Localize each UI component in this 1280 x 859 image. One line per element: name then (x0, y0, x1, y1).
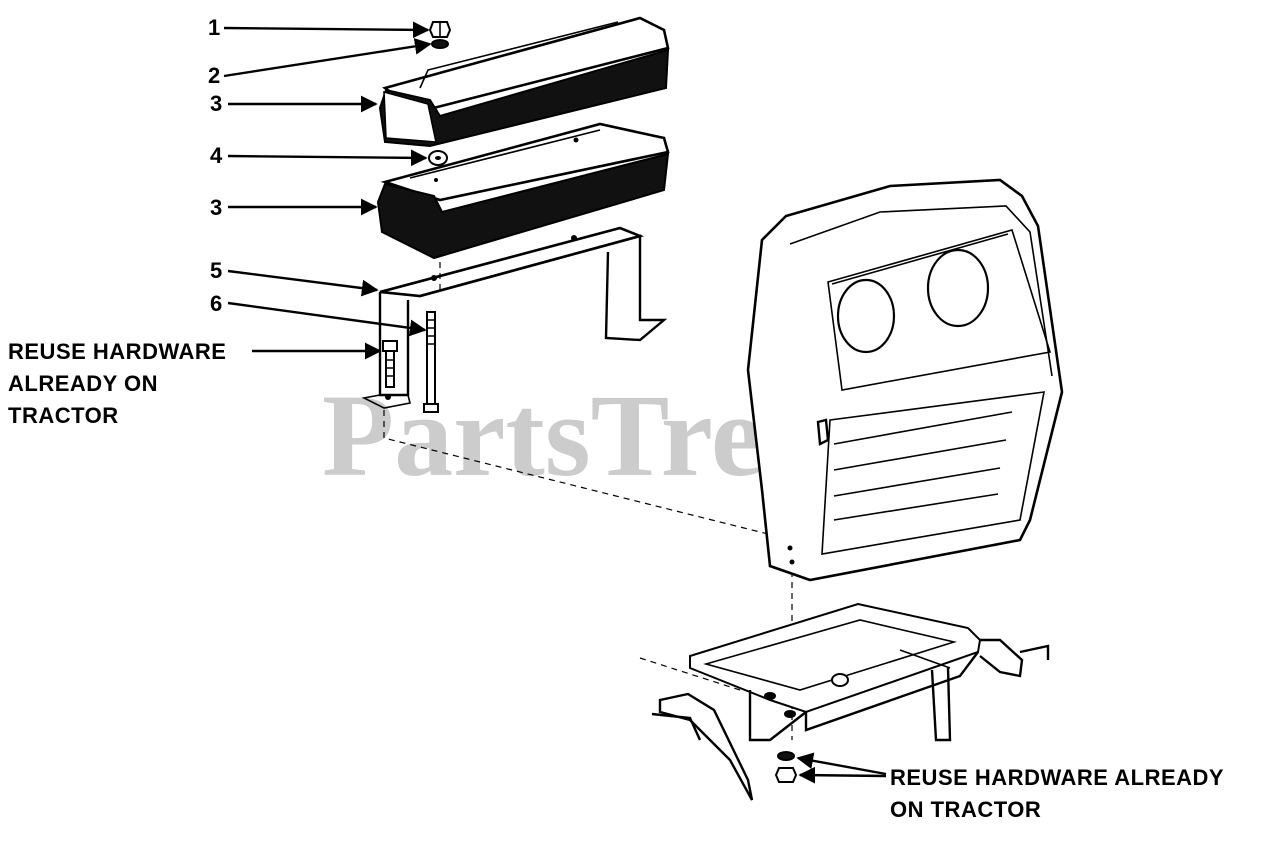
seat-cushion-upper (378, 16, 670, 148)
seat-icon (746, 178, 1064, 582)
watermark: PartsTree ™ (322, 370, 956, 501)
note-left-line-1: REUSE HARDWARE (8, 339, 226, 364)
callout-1: 1 (208, 15, 220, 40)
note-left-line-2: ALREADY ON (8, 371, 158, 396)
callout-labels: 1 2 3 4 3 5 6 (208, 15, 223, 316)
note-right-line-2: ON TRACTOR (890, 797, 1041, 822)
spacer-icon (428, 150, 448, 166)
nut-icon (774, 767, 798, 783)
note-left-line-3: TRACTOR (8, 403, 119, 428)
callout-3-lower: 3 (210, 195, 222, 220)
note-right: REUSE HARDWARE ALREADY ON TRACTOR (890, 765, 1224, 822)
nut-icon (428, 21, 452, 38)
lock-washer-icon (777, 751, 795, 761)
seat-cushion-lower (376, 122, 670, 260)
bolt-icon (423, 311, 439, 413)
callout-4: 4 (210, 143, 223, 168)
note-right-line-1: REUSE HARDWARE ALREADY (890, 765, 1224, 790)
frame-icon (651, 602, 1050, 801)
callout-3-upper: 3 (210, 91, 222, 116)
callout-5: 5 (210, 258, 222, 283)
callout-2: 2 (208, 63, 220, 88)
callout-6: 6 (210, 291, 222, 316)
bracket-icon (361, 226, 668, 409)
watermark-text: PartsTree (322, 370, 816, 501)
note-left: REUSE HARDWARE ALREADY ON TRACTOR (8, 339, 226, 428)
bolt-icon (382, 340, 398, 388)
callout-arrows (223, 21, 887, 784)
lock-washer-icon (431, 39, 449, 49)
